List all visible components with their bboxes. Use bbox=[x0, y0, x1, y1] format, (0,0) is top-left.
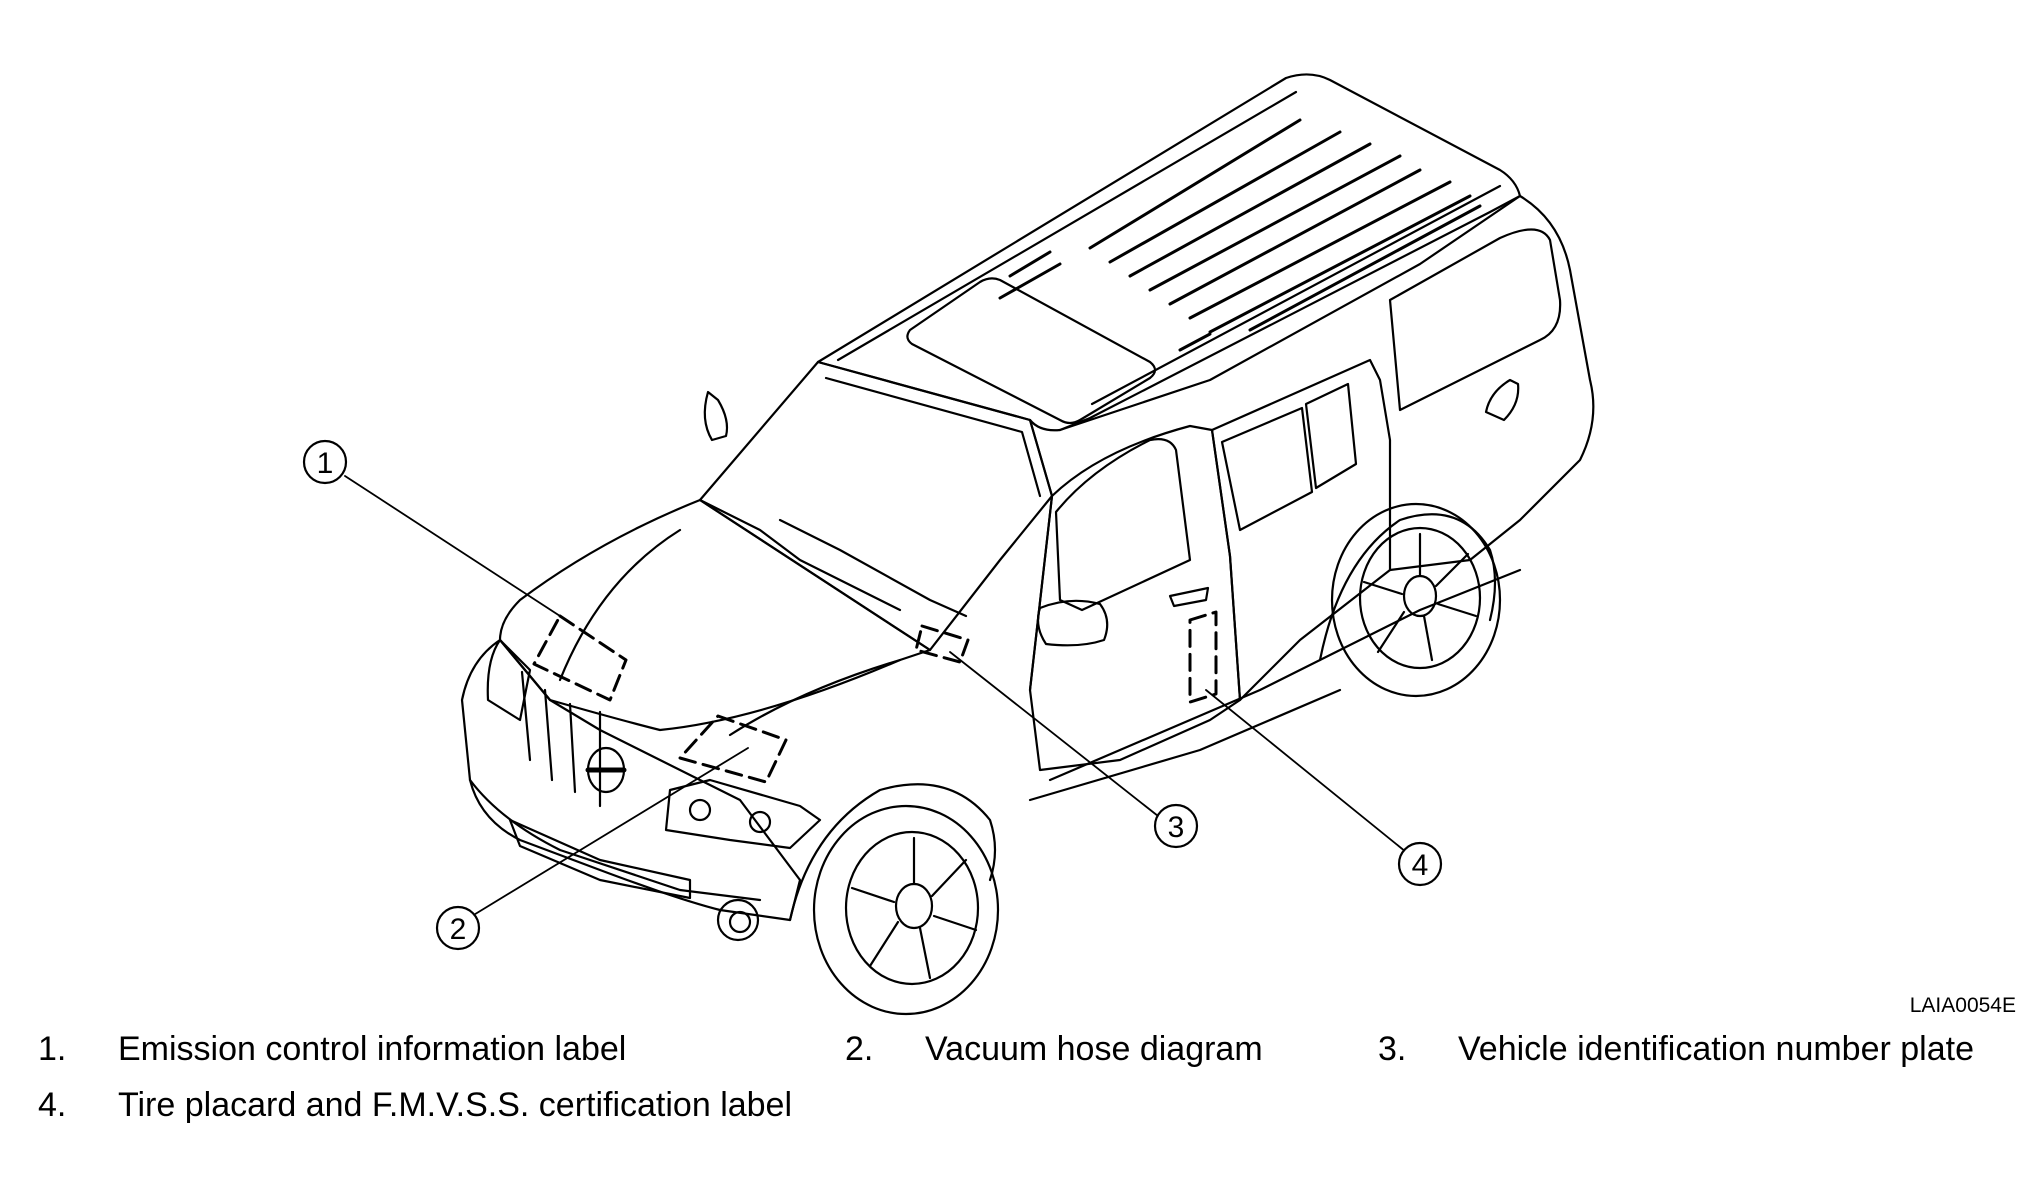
front-fascia bbox=[460, 638, 802, 922]
roof-ribs bbox=[998, 118, 1482, 352]
figure-code: LAIA0054E bbox=[1909, 994, 2016, 1017]
leader-lines bbox=[344, 475, 1407, 917]
lower-intake bbox=[508, 818, 692, 900]
roof-outline bbox=[816, 73, 1522, 432]
wiper-right bbox=[778, 518, 968, 618]
headlamp-left bbox=[486, 638, 532, 722]
hood-crease-2 bbox=[728, 658, 902, 737]
callout-1: 1 bbox=[302, 439, 348, 485]
location-vin-plate bbox=[914, 624, 970, 664]
rear-door-window bbox=[1220, 406, 1314, 532]
rocker-panel bbox=[1028, 688, 1342, 802]
label-locations bbox=[532, 610, 1218, 784]
location-emission-label bbox=[532, 614, 628, 702]
leader-2 bbox=[471, 747, 749, 917]
legend-number: 3. bbox=[1378, 1030, 1407, 1068]
front-wheel-arch bbox=[788, 783, 997, 922]
roof-rail-right bbox=[1090, 184, 1502, 406]
legend-number: 4. bbox=[38, 1086, 67, 1124]
callout-4-label: 4 bbox=[1412, 849, 1429, 882]
rear-door bbox=[1210, 358, 1392, 702]
callout-3-label: 3 bbox=[1168, 811, 1185, 844]
legend: 1. Emission control information label 2.… bbox=[0, 1030, 2036, 1180]
legend-text: Vacuum hose diagram bbox=[925, 1030, 1263, 1068]
fog-lamp bbox=[716, 898, 760, 942]
windshield-inner bbox=[824, 376, 1042, 498]
side-mirror-far bbox=[703, 390, 729, 442]
rear-wheel-arch bbox=[1318, 513, 1497, 662]
rear-wheel bbox=[1330, 502, 1502, 698]
rear-body bbox=[1388, 194, 1595, 572]
wiper-left bbox=[698, 498, 902, 612]
legend-text: Emission control information label bbox=[118, 1030, 627, 1068]
rear-door-window-2 bbox=[1304, 382, 1358, 490]
callout-4: 4 bbox=[1397, 841, 1443, 887]
callouts: 1 2 3 4 bbox=[302, 439, 1443, 951]
callout-1-label: 1 bbox=[317, 447, 334, 480]
hood-crease bbox=[558, 528, 682, 682]
fuel-door bbox=[1484, 378, 1520, 422]
leader-4 bbox=[1205, 689, 1407, 853]
front-door-handle bbox=[1168, 586, 1210, 608]
cargo-window bbox=[1388, 228, 1562, 412]
leader-3 bbox=[949, 651, 1159, 817]
headlamp-right bbox=[664, 778, 822, 850]
callout-2-label: 2 bbox=[450, 913, 467, 946]
suv-line-drawing bbox=[460, 73, 1595, 1016]
callout-2: 2 bbox=[435, 905, 481, 951]
front-door-window bbox=[1054, 438, 1192, 612]
location-tire-placard bbox=[1188, 610, 1218, 704]
body-side-crease bbox=[1048, 568, 1522, 782]
legend-number: 1. bbox=[38, 1030, 67, 1068]
leader-1 bbox=[344, 475, 561, 617]
roof-rail-left bbox=[836, 90, 1298, 362]
callout-3: 3 bbox=[1153, 803, 1199, 849]
sunroof bbox=[906, 277, 1157, 425]
grille-bars bbox=[520, 670, 602, 808]
a-pillar bbox=[1028, 418, 1054, 692]
front-door bbox=[1028, 424, 1242, 772]
front-wheel bbox=[812, 804, 1000, 1016]
side-mirror-near bbox=[1036, 599, 1109, 647]
roof-side-edge bbox=[1058, 194, 1522, 432]
legend-text: Vehicle identification number plate bbox=[1458, 1030, 1974, 1068]
location-vacuum-hose-diagram bbox=[678, 714, 788, 784]
legend-text: Tire placard and F.M.V.S.S. certificatio… bbox=[118, 1086, 793, 1124]
legend-number: 2. bbox=[845, 1030, 874, 1068]
windshield bbox=[698, 360, 1054, 652]
vehicle-label-location-diagram: 1 2 3 4 bbox=[302, 73, 1595, 1016]
hood bbox=[498, 498, 932, 732]
